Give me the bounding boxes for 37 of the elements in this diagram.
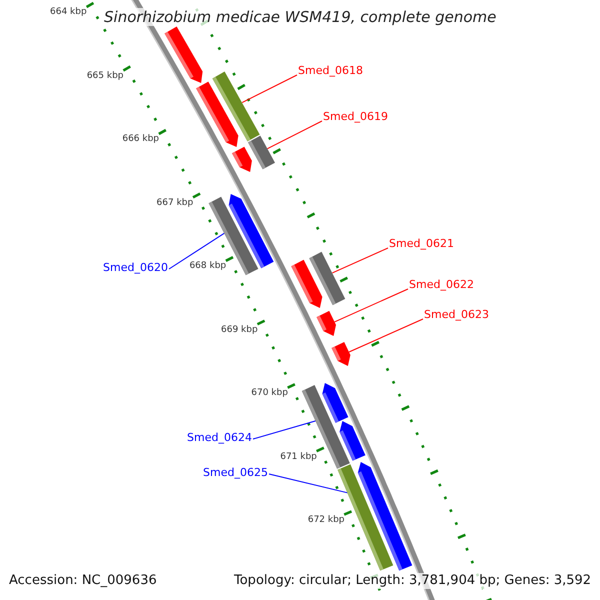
scale-label: 669 kbp [221, 324, 258, 336]
gene-feature [164, 26, 203, 83]
scale-label: 667 kbp [156, 198, 194, 208]
gene-label: Smed_0624 [187, 431, 252, 444]
gene-label: Smed_0622 [409, 278, 474, 292]
gene-bar [248, 136, 275, 170]
gene-feature [332, 342, 350, 366]
leader-line [268, 474, 348, 494]
gene-feature [340, 421, 366, 461]
gene-feature [316, 310, 336, 336]
gene-feature [196, 82, 238, 147]
scale-label: 672 kbp [308, 515, 345, 526]
leader-line [242, 74, 298, 104]
gene-label: Smed_0620 [103, 261, 168, 274]
info-text: Topology: circular; Length: 3,781,904 bp; Genes: 3,592 [234, 573, 592, 589]
gene-feature [232, 146, 252, 172]
leader-line [334, 288, 408, 322]
scale-label: 671 kbp [280, 452, 317, 462]
leader-line [252, 420, 316, 440]
leader-line [266, 120, 322, 150]
scale-label: 670 kbp [251, 388, 288, 399]
title: Sinorhizobium medicae WSM419, complete genome [104, 8, 496, 26]
leader-line [332, 248, 388, 274]
gene-label: Smed_0618 [298, 64, 363, 78]
scale-label: 666 kbp [122, 134, 160, 145]
scale-label: 668 kbp [189, 261, 226, 272]
gene-label: Smed_0621 [389, 237, 454, 250]
scale-label: 664 kbp [50, 7, 87, 18]
gene-label: Smed_0623 [424, 308, 489, 322]
leader-line [348, 318, 424, 352]
info-text: Accession: NC_009636 [9, 573, 157, 589]
gene-bar [208, 196, 258, 276]
leader-line [168, 232, 225, 270]
gene-label: Smed_0619 [323, 110, 388, 124]
gene-feature [291, 260, 322, 308]
gene-label: Smed_0625 [203, 466, 268, 480]
scale-label: 665 kbp [86, 70, 124, 82]
